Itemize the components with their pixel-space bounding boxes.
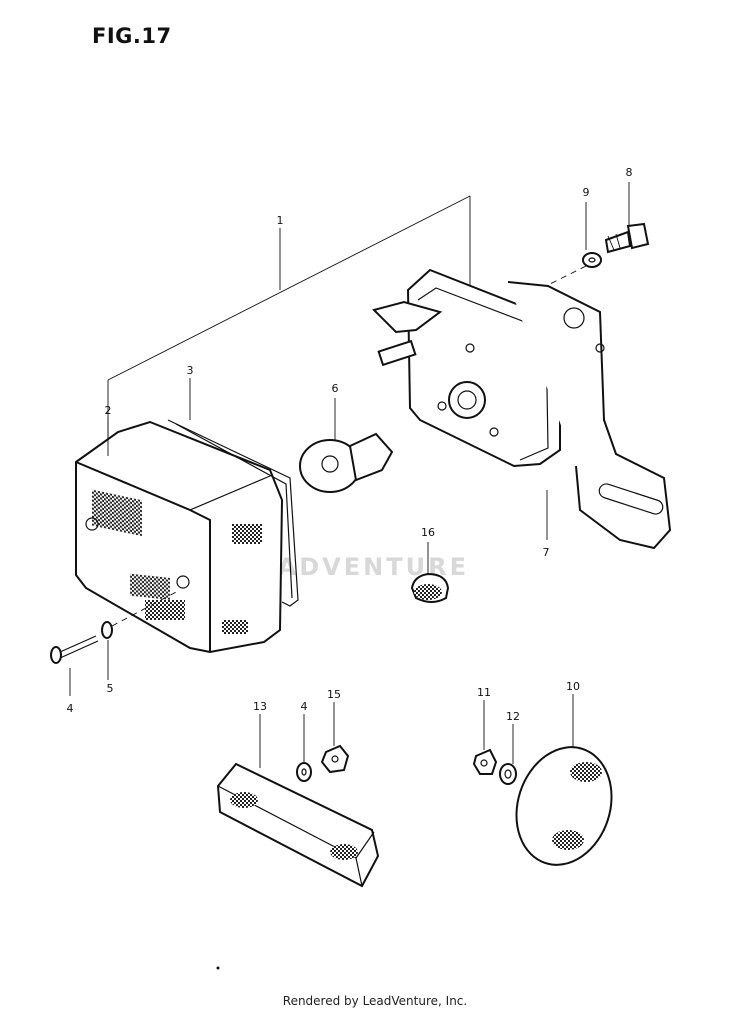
callout-4b: 4 [301,700,308,713]
mounting-bracket[interactable] [507,281,672,550]
callout-5: 5 [107,682,114,695]
callout-8: 8 [626,166,633,179]
callout-16: 16 [421,526,435,539]
callout-2: 2 [105,404,112,417]
callout-3: 3 [187,364,194,377]
screw-4[interactable] [50,635,99,664]
callout-1: 1 [277,214,284,227]
lens-gasket[interactable] [167,419,299,607]
washer-12[interactable] [499,763,517,785]
washer-9[interactable] [582,252,602,268]
footer-credit: Rendered by LeadVenture, Inc. [282,994,468,1008]
reflector-13[interactable] [216,762,380,888]
nut-11[interactable] [472,748,498,775]
callout-12: 12 [506,710,520,723]
figure-title: FIG.17 [92,24,172,48]
bolt-8[interactable] [604,222,650,254]
callout-7: 7 [543,546,550,559]
callout-6: 6 [332,382,339,395]
callout-11: 11 [477,686,491,699]
bulb[interactable] [299,432,394,493]
stray-dot [216,966,220,970]
callout-13: 13 [253,700,267,713]
leader-lines [69,182,630,768]
taillight-lens[interactable] [75,420,284,654]
nut-15[interactable] [320,744,350,774]
callout-10: 10 [566,680,580,693]
callout-15: 15 [327,688,341,701]
grommet-16[interactable] [410,572,450,603]
reflector-10[interactable] [502,735,627,878]
assembly-leader-4 [111,589,181,627]
callout-9: 9 [583,186,590,199]
assembly-leader-9 [545,265,587,287]
washer-4b[interactable] [296,762,312,782]
callout-4: 4 [67,702,74,715]
washer-5[interactable] [101,621,113,639]
